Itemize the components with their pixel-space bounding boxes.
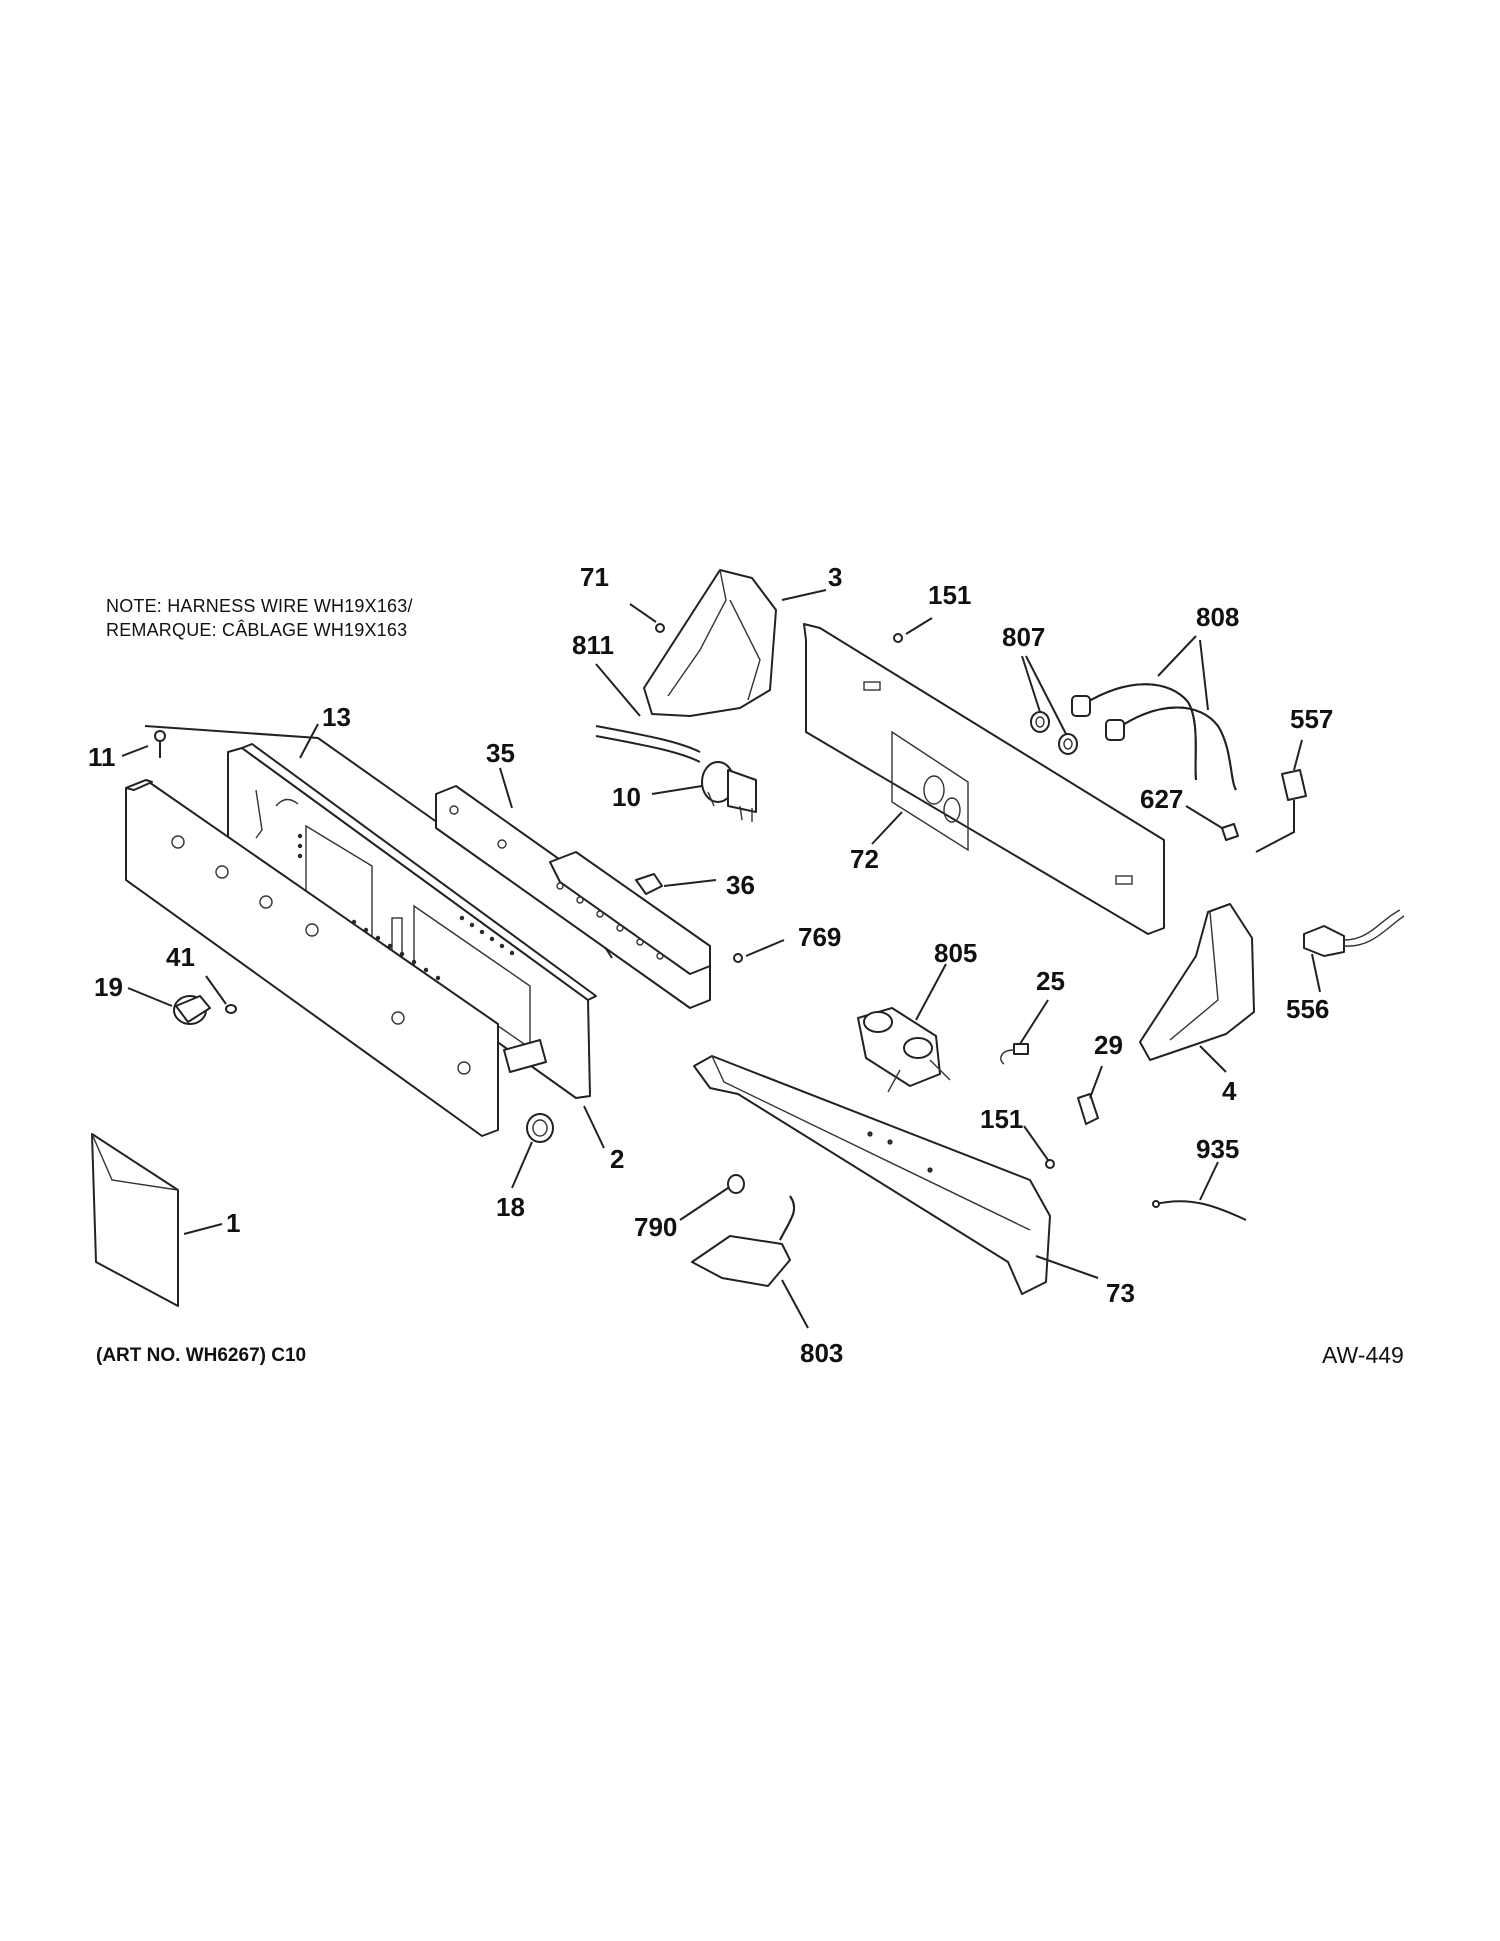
harness-note: NOTE: HARNESS WIRE WH19X163/ REMARQUE: C…: [106, 594, 413, 642]
label-36: 36: [726, 870, 755, 900]
part-4-side-bracket: [1139, 903, 1255, 1061]
part-number-labels: 71 3 151 807 808 811 13 35 11 557 10 627…: [88, 562, 1333, 1368]
part-29-clip: [1077, 1093, 1099, 1125]
part-808-fill-hoses: [1071, 683, 1237, 791]
label-2: 2: [610, 1144, 624, 1174]
part-36-connector: [635, 873, 663, 895]
label-811: 811: [572, 630, 614, 660]
part-3-bracket: [643, 569, 777, 717]
part-71-screw: [655, 623, 665, 633]
label-1: 1: [226, 1208, 240, 1238]
label-11: 11: [88, 742, 116, 772]
leader-lines: [121, 589, 1321, 1329]
part-19-knob: [173, 995, 211, 1025]
part-2-control-panel-front: [125, 779, 547, 1137]
part-151-screw-top: [893, 633, 903, 643]
diagram-code: AW-449: [1322, 1342, 1404, 1368]
harness-note-line2: REMARQUE: CÂBLAGE WH19X163: [106, 620, 408, 640]
label-73: 73: [1106, 1278, 1135, 1308]
label-35: 35: [486, 738, 515, 768]
label-13: 13: [322, 702, 351, 732]
part-25-wire: [1000, 1043, 1029, 1065]
label-627: 627: [1140, 784, 1183, 814]
label-71: 71: [580, 562, 609, 592]
part-151-screw-bottom: [1045, 1159, 1055, 1169]
part-35-control-board: [435, 785, 711, 1009]
part-73-shroud: [693, 1055, 1051, 1295]
part-72-back-panel: [803, 623, 1165, 935]
part-11-screw: [154, 730, 166, 758]
part-627-clip: [1221, 823, 1239, 841]
label-29: 29: [1094, 1030, 1123, 1060]
label-3: 3: [828, 562, 842, 592]
art-number: (ART NO. WH6267) C10: [96, 1345, 307, 1366]
label-769: 769: [798, 922, 841, 952]
label-805: 805: [934, 938, 977, 968]
label-19: 19: [94, 972, 123, 1002]
label-807: 807: [1002, 622, 1045, 652]
part-769-screw: [733, 953, 743, 963]
label-935: 935: [1196, 1134, 1239, 1164]
label-10: 10: [612, 782, 641, 812]
label-25: 25: [1036, 966, 1065, 996]
part-557-cord: [1255, 769, 1307, 853]
label-790: 790: [634, 1212, 677, 1242]
label-18: 18: [496, 1192, 525, 1222]
part-13-backsplash-frame: [144, 725, 613, 1099]
label-151-bottom: 151: [980, 1104, 1023, 1134]
label-4: 4: [1222, 1076, 1237, 1106]
part-803-hose-assembly: [691, 1195, 796, 1287]
label-557: 557: [1290, 704, 1333, 734]
part-935-wire: [1152, 1200, 1247, 1221]
label-808: 808: [1196, 602, 1239, 632]
part-41-clip: [225, 1004, 237, 1014]
part-807-washers: [1030, 711, 1078, 755]
part-18-ring: [526, 1113, 554, 1143]
harness-note-line1: NOTE: HARNESS WIRE WH19X163/: [106, 596, 413, 616]
label-803: 803: [800, 1338, 843, 1368]
part-1-manual: [91, 1133, 179, 1307]
label-151-top: 151: [928, 580, 971, 610]
part-805-water-valve: [857, 1007, 951, 1093]
part-556-harness: [1303, 909, 1405, 957]
part-811-hose: [595, 725, 701, 763]
label-41: 41: [166, 942, 195, 972]
part-10-pressure-switch: [701, 761, 757, 822]
label-556: 556: [1286, 994, 1329, 1024]
part-790-clamp: [727, 1174, 745, 1194]
label-72: 72: [850, 844, 879, 874]
